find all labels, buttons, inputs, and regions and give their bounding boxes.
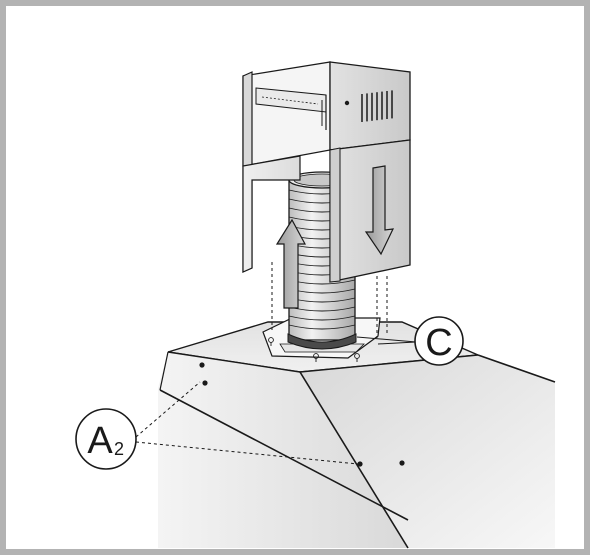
callout-c-label: C xyxy=(425,322,452,364)
down-arrow-icon xyxy=(364,165,395,256)
hood-screw-holes xyxy=(199,362,405,467)
alignment-guides xyxy=(271,262,388,338)
screw-hole-left-upper xyxy=(199,362,205,368)
callout-c: C xyxy=(356,316,464,366)
callout-a2-circle xyxy=(75,408,137,470)
callout-c-circle xyxy=(414,316,464,366)
callout-a2-subscript: 2 xyxy=(114,439,124,459)
callout-a2-leader-upper xyxy=(135,381,201,438)
chimney-cover xyxy=(242,61,411,283)
callout-c-leader xyxy=(356,336,417,343)
callout-a2-label: A xyxy=(87,420,113,462)
duct-rib xyxy=(288,315,356,321)
screw-hole-right xyxy=(399,460,405,466)
screw-hole-left-lower xyxy=(202,380,208,386)
screw-hole-front xyxy=(357,461,363,467)
callout-a2-leader-lower xyxy=(135,441,359,465)
up-arrow-icon xyxy=(275,218,307,309)
callout-a2: A 2 xyxy=(75,381,359,470)
duct-rib xyxy=(288,324,356,330)
